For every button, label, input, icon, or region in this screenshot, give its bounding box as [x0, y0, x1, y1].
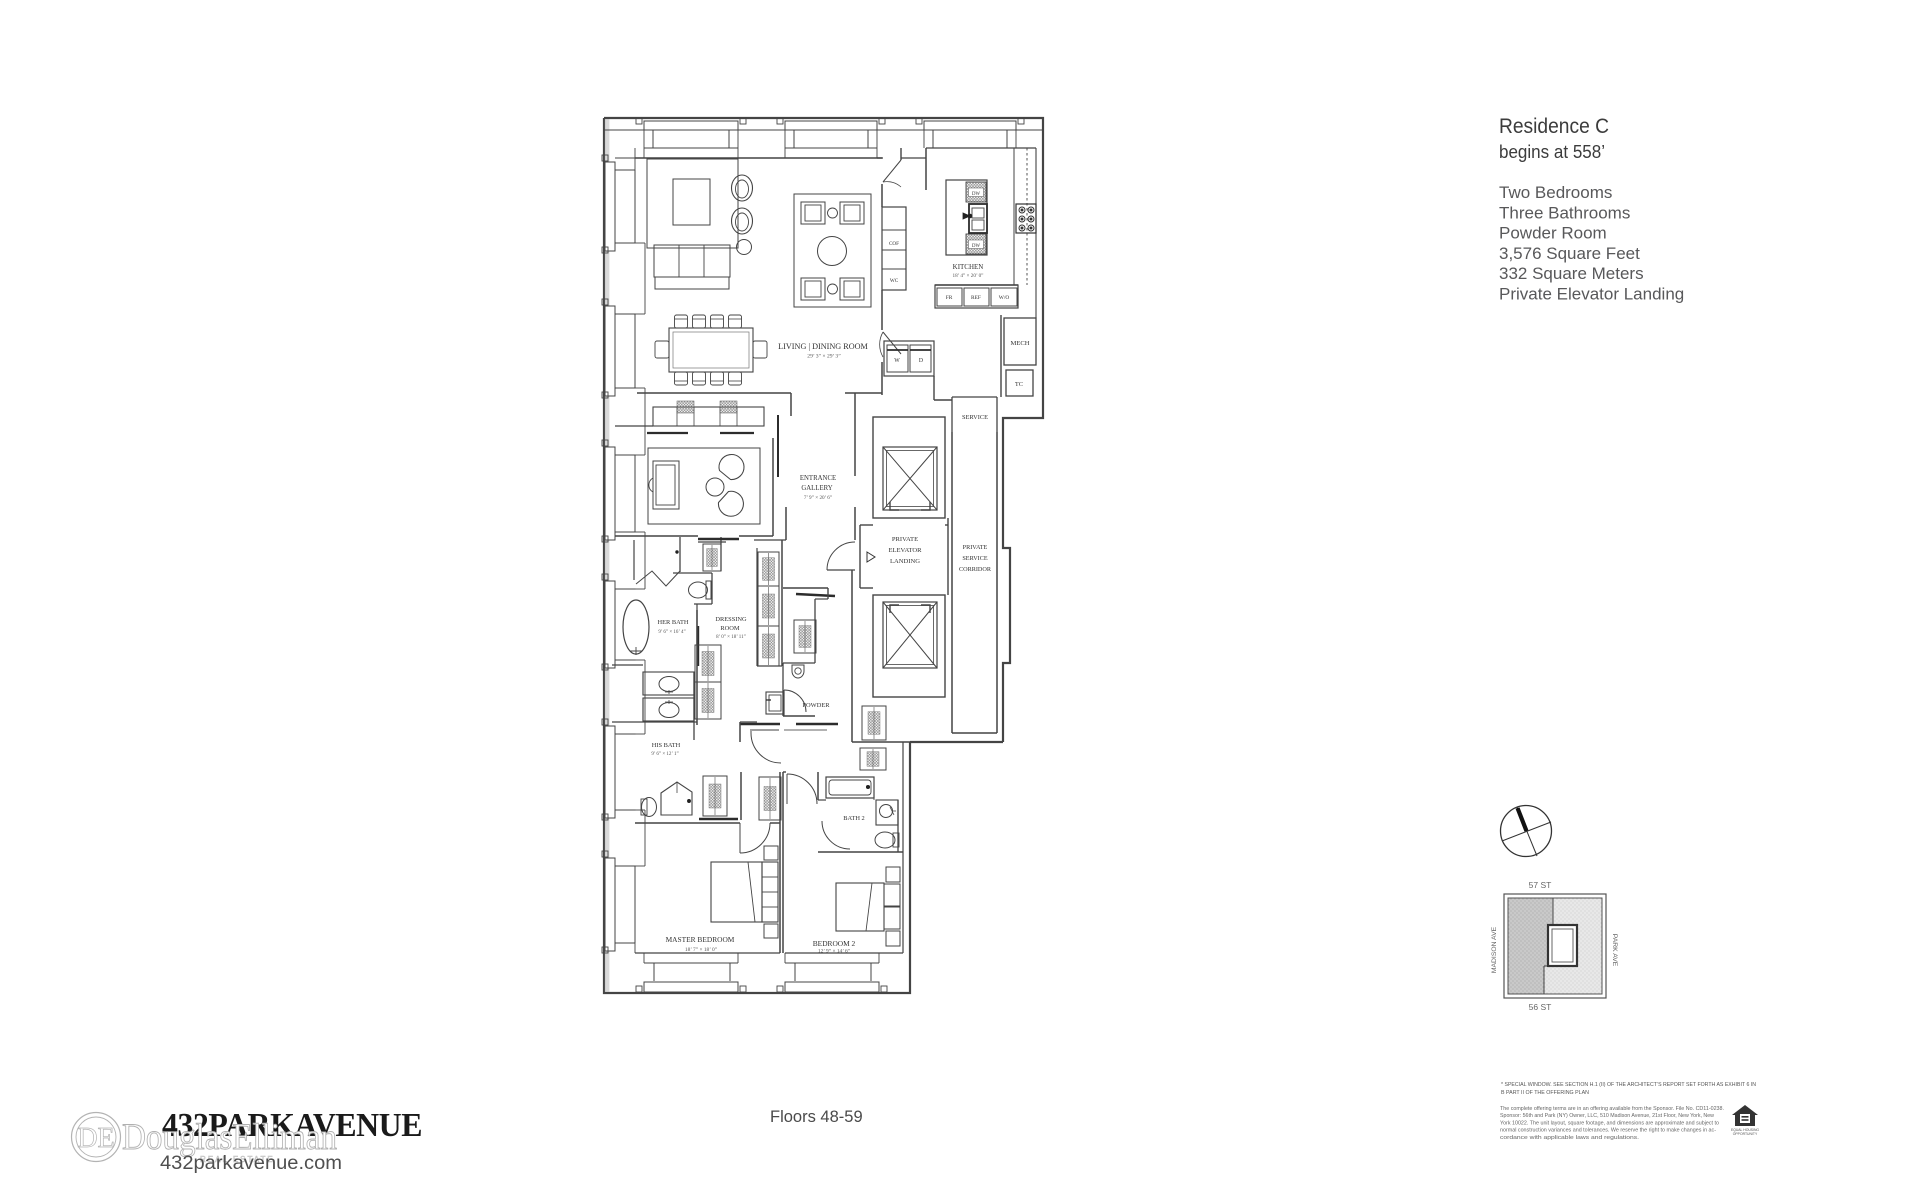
svg-text:W: W: [894, 358, 900, 364]
svg-text:PRIVATE: PRIVATE: [963, 544, 988, 551]
svg-text:REF: REF: [971, 295, 981, 301]
svg-text:432parkavenue.com: 432parkavenue.com: [160, 1152, 342, 1174]
svg-text:begins at 558’: begins at 558’: [1499, 141, 1605, 162]
svg-text:B PART II OF THE OFFERING PLAN: B PART II OF THE OFFERING PLAN: [1501, 1090, 1589, 1096]
svg-text:LANDING: LANDING: [890, 558, 920, 565]
svg-text:D: D: [919, 358, 923, 364]
svg-text:Two Bedrooms: Two Bedrooms: [1499, 183, 1612, 202]
svg-text:8’ 0” × 18’ 11”: 8’ 0” × 18’ 11”: [716, 635, 746, 640]
svg-text:DW: DW: [972, 244, 980, 249]
svg-text:9’ 6” × 16’ 4”: 9’ 6” × 16’ 4”: [658, 630, 685, 635]
svg-text:18’ 4” × 20’ 0”: 18’ 4” × 20’ 0”: [953, 273, 985, 279]
svg-text:SERVICE: SERVICE: [962, 414, 988, 421]
svg-text:HIS BATH: HIS BATH: [652, 742, 681, 749]
svg-text:GALLERY: GALLERY: [801, 485, 832, 492]
svg-text:Sponsor: 56th and Park (NY) Ow: Sponsor: 56th and Park (NY) Owner, LLC, …: [1500, 1113, 1715, 1119]
svg-text:REAL ESTATE: REAL ESTATE: [200, 1155, 275, 1164]
svg-text:PRIVATE: PRIVATE: [892, 536, 918, 543]
svg-text:* SPECIAL WINDOW. SEE SECTION: * SPECIAL WINDOW. SEE SECTION H.1 (II) O…: [1501, 1082, 1756, 1088]
svg-text:PARK AVE: PARK AVE: [1611, 934, 1618, 967]
svg-text:Residence C: Residence C: [1499, 115, 1609, 138]
svg-text:29’ 3” × 29’ 3”: 29’ 3” × 29’ 3”: [807, 354, 841, 360]
svg-text:cordance with applicable laws: cordance with applicable laws and regula…: [1500, 1135, 1640, 1141]
svg-text:KITCHEN: KITCHEN: [953, 263, 984, 271]
svg-text:WC: WC: [890, 278, 899, 284]
svg-text:ROOM: ROOM: [720, 625, 739, 632]
svg-text:OPPORTUNITY: OPPORTUNITY: [1733, 1132, 1758, 1136]
svg-text:57 ST: 57 ST: [1529, 880, 1552, 890]
svg-text:DE: DE: [77, 1123, 114, 1154]
svg-text:normal construction variances: normal construction variances and tolera…: [1500, 1128, 1716, 1134]
svg-text:332 Square Meters: 332 Square Meters: [1499, 264, 1644, 283]
svg-text:W/O: W/O: [999, 295, 1010, 301]
svg-text:TC: TC: [1015, 381, 1023, 388]
svg-text:BEDROOM 2: BEDROOM 2: [813, 939, 856, 948]
svg-text:York 10022. The unit layout, s: York 10022. The unit layout, square foot…: [1500, 1120, 1719, 1126]
svg-text:CORRIDOR: CORRIDOR: [959, 566, 992, 573]
svg-text:Three Bathrooms: Three Bathrooms: [1499, 203, 1630, 222]
svg-text:MASTER BEDROOM: MASTER BEDROOM: [666, 935, 735, 944]
svg-text:EQUAL HOUSING: EQUAL HOUSING: [1731, 1128, 1759, 1132]
svg-text:DRESSING: DRESSING: [715, 616, 747, 623]
svg-text:18’ 7” × 18’ 0”: 18’ 7” × 18’ 0”: [685, 947, 718, 953]
svg-text:MADISON AVE: MADISON AVE: [1491, 926, 1498, 973]
svg-text:COF: COF: [889, 241, 899, 247]
svg-text:12’ 9” × 14’ 6”: 12’ 9” × 14’ 6”: [818, 949, 851, 955]
svg-text:SERVICE: SERVICE: [962, 555, 988, 562]
svg-text:Private Elevator Landing: Private Elevator Landing: [1499, 285, 1684, 304]
svg-text:56 ST: 56 ST: [1529, 1002, 1552, 1012]
svg-text:ELEVATOR: ELEVATOR: [888, 547, 922, 554]
svg-text:DouglasElliman: DouglasElliman: [122, 1117, 337, 1158]
svg-text:432PARKAVENUE: 432PARKAVENUE: [162, 1107, 422, 1144]
svg-text:LIVING | DINING ROOM: LIVING | DINING ROOM: [778, 342, 868, 351]
svg-text:The complete offering terms ar: The complete offering terms are in an of…: [1500, 1106, 1724, 1112]
svg-text:DW: DW: [972, 192, 980, 197]
svg-text:BATH 2: BATH 2: [843, 815, 864, 822]
svg-text:Powder Room: Powder Room: [1499, 224, 1607, 243]
svg-text:ENTRANCE: ENTRANCE: [800, 475, 836, 482]
svg-text:7’ 9” × 20’ 6”: 7’ 9” × 20’ 6”: [804, 495, 833, 501]
svg-text:MECH: MECH: [1010, 340, 1029, 347]
svg-text:HER BATH: HER BATH: [657, 619, 688, 626]
svg-text:9’ 6” × 12’ 1”: 9’ 6” × 12’ 1”: [651, 752, 678, 757]
svg-text:3,576 Square Feet: 3,576 Square Feet: [1499, 244, 1640, 263]
svg-text:Floors 48-59: Floors 48-59: [770, 1108, 863, 1126]
svg-text:POWDER: POWDER: [803, 702, 831, 709]
svg-text:FR: FR: [946, 295, 953, 301]
